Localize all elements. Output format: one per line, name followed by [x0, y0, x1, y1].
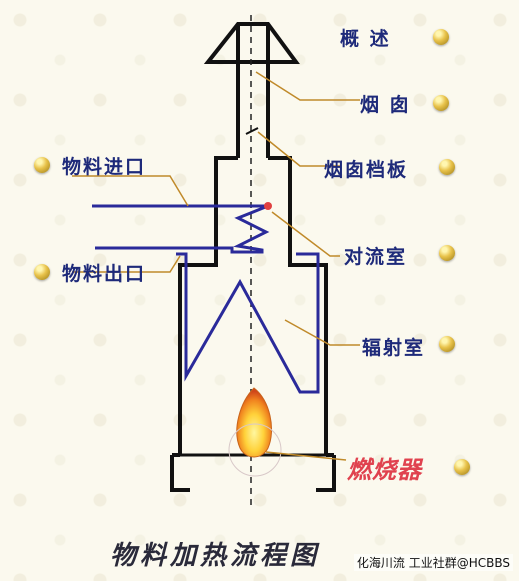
left-leg	[170, 455, 190, 492]
label-material-outlet: 物料出口	[62, 263, 147, 285]
label-burner: 燃烧器	[347, 455, 422, 484]
diagram-caption: 物料加热流程图	[110, 541, 321, 571]
label-convection-chamber: 对流室	[344, 246, 408, 268]
bullet-overview-icon[interactable]	[433, 29, 449, 45]
label-radiation-chamber: 辐射室	[362, 337, 426, 359]
bullet-material-outlet-icon[interactable]	[34, 264, 50, 280]
label-chimney-baffle: 烟囱档板	[324, 159, 409, 181]
watermark: 化海川流 工业社群@HCBBS	[353, 554, 513, 571]
label-material-inlet: 物料进口	[62, 156, 147, 178]
convection-tube-coil	[92, 204, 270, 254]
right-leg	[316, 455, 336, 492]
tube-junction	[264, 202, 272, 210]
bullet-burner-icon[interactable]	[454, 459, 470, 475]
burner-flame-icon	[236, 387, 272, 458]
furnace-left-wall	[178, 156, 238, 455]
leader-lines	[72, 71, 360, 461]
chimney-cap	[203, 22, 300, 64]
label-chimney: 烟 囱	[360, 94, 411, 116]
chimney-baffle	[245, 127, 259, 135]
furnace-right-wall	[268, 156, 328, 455]
label-overview: 概 述	[340, 28, 391, 50]
radiation-tube-coil	[176, 252, 320, 394]
bullet-convection-chamber-icon[interactable]	[439, 245, 455, 261]
bullet-radiation-chamber-icon[interactable]	[439, 336, 455, 352]
bullet-chimney-icon[interactable]	[433, 95, 449, 111]
bullet-chimney-baffle-icon[interactable]	[439, 159, 455, 175]
burner-ring	[228, 423, 282, 477]
bullet-material-inlet-icon[interactable]	[34, 157, 50, 173]
